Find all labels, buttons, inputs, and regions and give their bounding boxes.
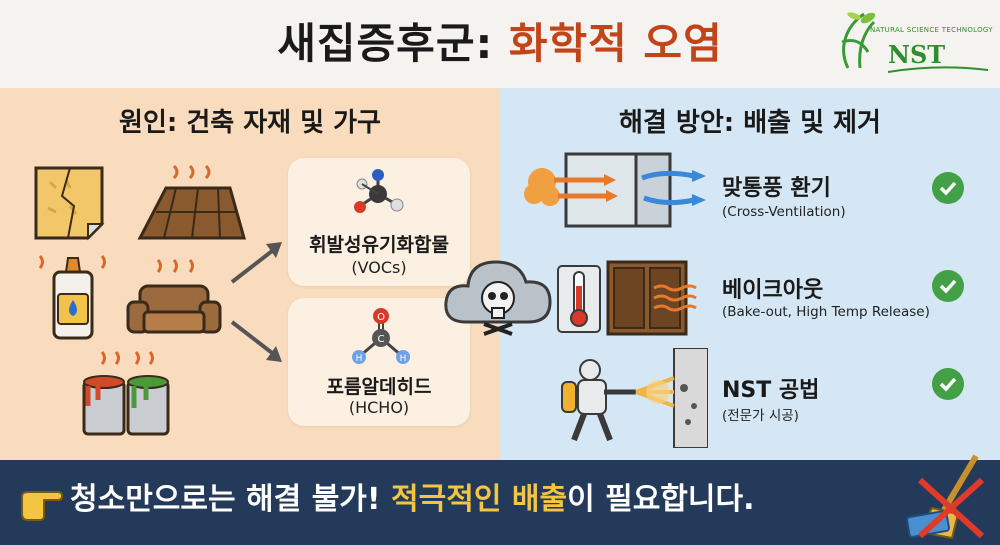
cause-title: 원인: 건축 자재 및 가구 [119, 108, 381, 138]
check-icon [932, 368, 964, 400]
voc-card: 휘발성유기화합물 (VOCs) [288, 158, 470, 286]
hcho-abbrev: (HCHO) [348, 398, 410, 417]
nst-method-title: NST 공법 [722, 378, 820, 403]
check-icon [932, 270, 964, 302]
logo-tagline: NATURAL SCIENCE TECHNOLOGY [870, 26, 993, 34]
logo-text: NST [888, 40, 946, 69]
nst-method-subtitle: (전문가 시공) [722, 408, 799, 424]
page-title: 새집증후군: 화학적 오염 [0, 10, 1000, 71]
svg-text:H: H [400, 354, 407, 364]
thermometer-icon [557, 265, 601, 333]
glue-bottle-icon [38, 255, 106, 340]
sprayer-worker-icon [561, 348, 708, 448]
voc-molecule-icon [354, 169, 404, 213]
ventilation-subtitle: (Cross-Ventilation) [722, 204, 846, 220]
check-icon [932, 172, 964, 204]
pointing-hand-icon [21, 491, 64, 521]
solution-title: 해결 방안: 배출 및 제거 [619, 108, 881, 138]
footer-text-2: 이 필요합니다. [567, 482, 755, 517]
paint-cans-icon [82, 351, 170, 436]
title-main: 새집증후군: [277, 19, 494, 68]
heated-cabinet-icon [606, 260, 697, 336]
voc-abbrev: (VOCs) [351, 258, 407, 277]
bakeout-title: 베이크아웃 [722, 278, 824, 303]
voc-label: 휘발성유기화합물 [309, 234, 449, 256]
footer-text-1: 청소만으로는 해결 불가! [70, 482, 392, 517]
sofa-icon [126, 259, 222, 334]
broom-crossed-icon [906, 454, 985, 540]
formaldehyde-molecule-icon: O C H H [352, 308, 410, 364]
hcho-card: O C H H 포름알데히드 (HCHO) [288, 298, 470, 426]
footer-message: 청소만으로는 해결 불가! 적극적인 배출이 필요합니다. [70, 474, 755, 518]
arrow-up-icon [230, 242, 282, 284]
hcho-label: 포름알데히드 [326, 376, 432, 398]
header: 새집증후군: 화학적 오염 NATURAL SCIENCE TECHNOLOGY… [0, 0, 1000, 88]
window-airflow-icon [524, 152, 706, 228]
wallpaper-icon [34, 166, 105, 241]
logo-swoosh-icon [888, 66, 988, 73]
svg-text:C: C [378, 334, 385, 345]
cause-panel: 원인: 건축 자재 및 가구 [0, 88, 500, 460]
wood-floor-icon [137, 164, 246, 240]
svg-text:O: O [377, 312, 385, 323]
title-accent: 화학적 오염 [508, 19, 723, 68]
footer-banner: 청소만으로는 해결 불가! 적극적인 배출이 필요합니다. [0, 454, 1000, 545]
bakeout-subtitle: (Bake-out, High Temp Release) [722, 304, 930, 320]
arrow-down-icon [230, 320, 282, 362]
svg-text:H: H [356, 354, 363, 364]
ventilation-title: 맞통풍 환기 [722, 176, 831, 201]
footer-highlight: 적극적인 배출 [391, 482, 568, 517]
toxic-cloud-icon [444, 260, 552, 336]
nst-logo: NATURAL SCIENCE TECHNOLOGY NST [828, 8, 993, 74]
nst-logo-icon [841, 12, 876, 69]
